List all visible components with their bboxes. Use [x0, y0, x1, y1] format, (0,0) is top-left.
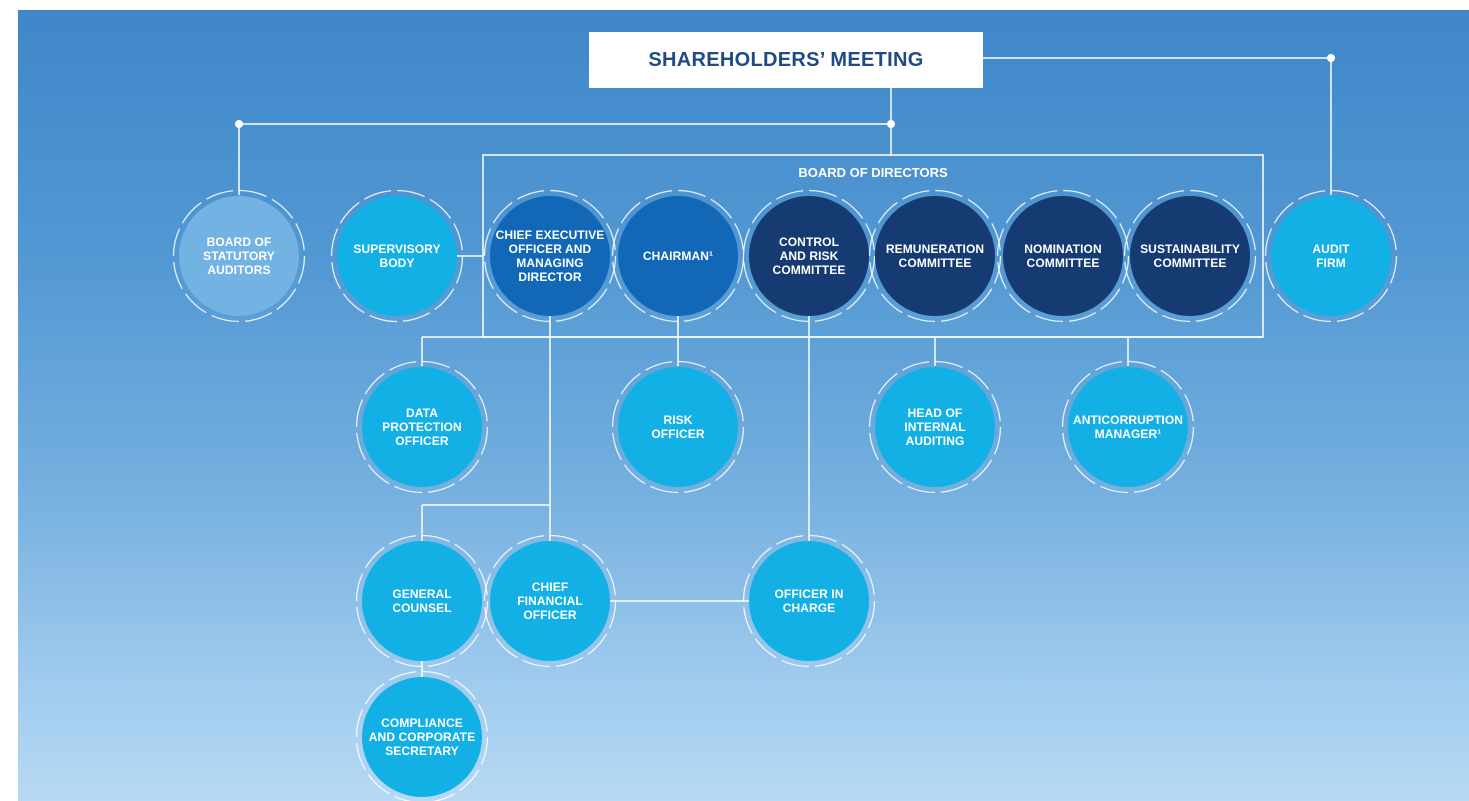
junction-dot: [1327, 54, 1335, 62]
shareholders-meeting-box: SHAREHOLDERS’ MEETING: [589, 32, 983, 88]
nomination-committee-node: NOMINATION COMMITTEE: [996, 189, 1130, 323]
node-label: CHIEF EXECUTIVE OFFICER AND MANAGING DIR…: [495, 228, 605, 284]
node-label: HEAD OF INTERNAL AUDITING: [904, 406, 966, 448]
node-label: SUPERVISORY BODY: [353, 242, 441, 270]
connector-lines: [235, 54, 1335, 677]
node-label: AUDIT FIRM: [1312, 242, 1350, 270]
risk-officer-node: RISK OFFICER: [611, 360, 745, 494]
anticorruption-manager-node: ANTICORRUPTION MANAGER¹: [1061, 360, 1195, 494]
node-label: RISK OFFICER: [651, 413, 705, 441]
junction-dot: [887, 120, 895, 128]
audit-firm-node: AUDIT FIRM: [1264, 189, 1398, 323]
node-label: REMUNERATION COMMITTEE: [885, 242, 985, 270]
node-label: CONTROL AND RISK COMMITTEE: [772, 235, 846, 277]
supervisory-body-node: SUPERVISORY BODY: [330, 189, 464, 323]
node-label: COMPLIANCE AND CORPORATE SECRETARY: [368, 716, 476, 758]
node-label: CHIEF FINANCIAL OFFICER: [517, 580, 583, 622]
node-label: ANTICORRUPTION MANAGER¹: [1072, 413, 1184, 441]
head-internal-auditing-node: HEAD OF INTERNAL AUDITING: [868, 360, 1002, 494]
board-of-statutory-auditors-node: BOARD OF STATUTORY AUDITORS: [172, 189, 306, 323]
node-label: DATA PROTECTION OFFICER: [382, 406, 462, 448]
node-label: NOMINATION COMMITTEE: [1024, 242, 1102, 270]
node-label: CHAIRMAN¹: [642, 249, 714, 263]
node-label: GENERAL COUNSEL: [392, 587, 452, 615]
board-of-directors-label: BOARD OF DIRECTORS: [798, 165, 948, 180]
officer-in-charge-node: OFFICER IN CHARGE: [742, 534, 876, 668]
shareholders-meeting-label: SHAREHOLDERS’ MEETING: [648, 48, 924, 71]
node-label: OFFICER IN CHARGE: [774, 587, 844, 615]
node-label: BOARD OF STATUTORY AUDITORS: [203, 235, 275, 277]
sustainability-committee-node: SUSTAINABILITY COMMITTEE: [1123, 189, 1257, 323]
chairman-node: CHAIRMAN¹: [611, 189, 745, 323]
node-label: SUSTAINABILITY COMMITTEE: [1140, 242, 1240, 270]
remuneration-committee-node: REMUNERATION COMMITTEE: [868, 189, 1002, 323]
cfo-node: CHIEF FINANCIAL OFFICER: [483, 534, 617, 668]
junction-dot: [235, 120, 243, 128]
general-counsel-node: GENERAL COUNSEL: [355, 534, 489, 668]
control-risk-committee-node: CONTROL AND RISK COMMITTEE: [742, 189, 876, 323]
compliance-secretary-node: COMPLIANCE AND CORPORATE SECRETARY: [355, 670, 489, 801]
ceo-node: CHIEF EXECUTIVE OFFICER AND MANAGING DIR…: [483, 189, 617, 323]
data-protection-officer-node: DATA PROTECTION OFFICER: [355, 360, 489, 494]
org-chart: SHAREHOLDERS’ MEETING BOARD OF DIRECTORS…: [18, 10, 1469, 801]
